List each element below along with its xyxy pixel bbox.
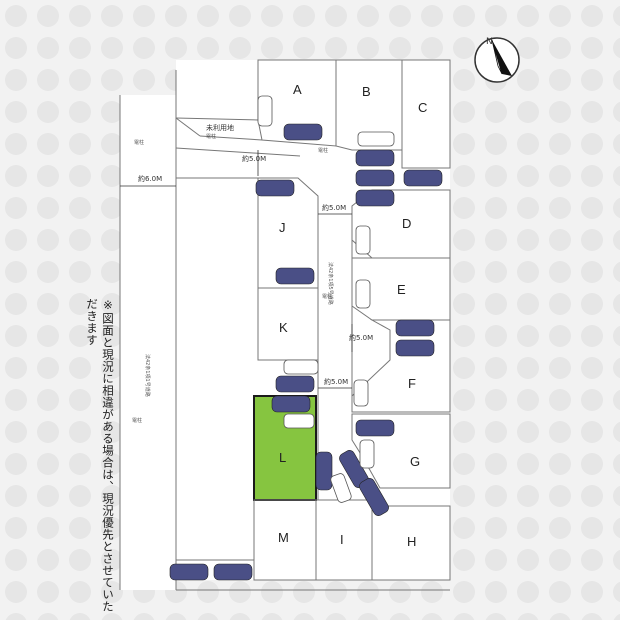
road-width-5m-d: 約5.0M xyxy=(324,377,348,386)
road-width-5m-b: 約5.0M xyxy=(322,203,346,212)
unused-land-label: 未利用地 xyxy=(206,123,234,132)
dimension-arrows xyxy=(120,150,353,389)
lot-label-j: J xyxy=(279,220,286,235)
road-center-label: 法42条1項5号道路 xyxy=(327,262,334,305)
lot-l-highlight[interactable] xyxy=(253,395,317,501)
car-icon xyxy=(169,563,209,581)
car-icon xyxy=(403,169,443,187)
car-outline-icon xyxy=(355,225,371,255)
road-left-label: 法42条1項1号道路 xyxy=(144,354,151,397)
car-group xyxy=(169,123,443,581)
lot-label-c: C xyxy=(418,100,427,115)
car-outline-icon xyxy=(353,379,369,407)
lot-label-b: B xyxy=(362,84,371,99)
car-outline-icon xyxy=(355,279,371,309)
car-icon xyxy=(359,478,389,516)
lot-label-e: E xyxy=(397,282,406,297)
lot-label-l: L xyxy=(279,450,286,465)
road-width-5m-c: 約5.0M xyxy=(349,333,373,342)
car-outline-icon xyxy=(330,473,352,503)
lot-label-f: F xyxy=(408,376,416,391)
car-icon xyxy=(283,123,323,141)
car-icon xyxy=(213,563,253,581)
disclaimer-note: ※図面と現況に相違がある場合は、現況優先とさせていただきます xyxy=(85,298,115,613)
pole-label-1: 電柱 xyxy=(134,139,144,146)
road-width-5m-a: 約5.0M xyxy=(242,154,266,163)
car-icon xyxy=(315,451,333,491)
car-icon xyxy=(395,339,435,357)
lot-label-d: D xyxy=(402,216,411,231)
lot-label-k: K xyxy=(279,320,288,335)
north-compass: N xyxy=(474,37,520,83)
road-width-6m: 約6.0M xyxy=(138,174,162,183)
compass-n-label: N xyxy=(486,37,493,47)
car-icon xyxy=(355,169,395,187)
lot-label-a: A xyxy=(293,82,302,97)
lot-label-m: M xyxy=(278,530,289,545)
lot-label-g: G xyxy=(410,454,420,469)
car-icon xyxy=(355,189,395,207)
lot-label-h: H xyxy=(407,534,416,549)
left-road xyxy=(120,95,176,590)
pole-label-4: 電柱 xyxy=(322,293,332,300)
car-icon xyxy=(255,179,295,197)
pole-label-3: 電柱 xyxy=(318,147,328,154)
car-outline-icon xyxy=(359,439,375,469)
car-outline-icon xyxy=(283,359,319,375)
car-outline-group xyxy=(257,95,395,503)
car-icon xyxy=(355,149,395,167)
car-icon xyxy=(355,419,395,437)
pole-label-5: 電柱 xyxy=(132,417,142,424)
car-outline-icon xyxy=(283,413,315,429)
car-icon xyxy=(275,375,315,393)
car-outline-icon xyxy=(257,95,273,127)
lot-label-i: I xyxy=(340,532,344,547)
car-icon xyxy=(275,267,315,285)
car-icon xyxy=(395,319,435,337)
pole-label-2: 電柱 xyxy=(206,133,216,140)
car-outline-icon xyxy=(357,131,395,147)
car-icon xyxy=(271,395,311,413)
